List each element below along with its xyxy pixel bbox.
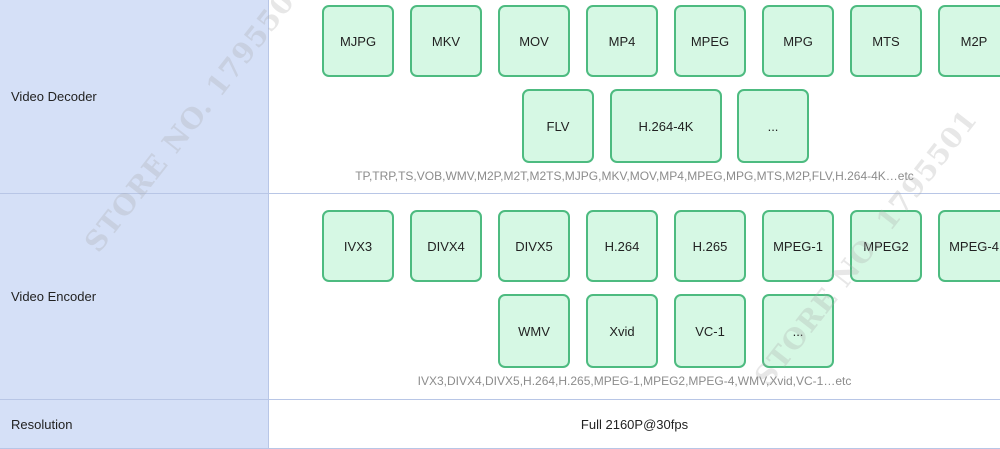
format-tile: MP4 bbox=[586, 5, 658, 77]
label-video-decoder: Video Decoder bbox=[11, 89, 97, 104]
format-tile: MPEG bbox=[674, 5, 746, 77]
format-tile: MKV bbox=[410, 5, 482, 77]
label-video-encoder: Video Encoder bbox=[11, 289, 97, 304]
row-resolution: Resolution Full 2160P@30fps bbox=[0, 400, 1000, 449]
label-resolution: Resolution bbox=[11, 416, 73, 432]
format-tile: H.264 bbox=[586, 210, 658, 282]
format-tile: H.264-4K bbox=[610, 89, 722, 163]
format-tile: M2P bbox=[938, 5, 1000, 77]
format-tile: MPG bbox=[762, 5, 834, 77]
format-tile: MPEG-1 bbox=[762, 210, 834, 282]
format-tile: MPEG2 bbox=[850, 210, 922, 282]
format-tile-more: ... bbox=[737, 89, 809, 163]
resolution-value: Full 2160P@30fps bbox=[580, 416, 689, 432]
decoder-summary: TP,TRP,TS,VOB,WMV,M2P,M2T,M2TS,MJPG,MKV,… bbox=[355, 169, 914, 183]
format-tile: DIVX4 bbox=[410, 210, 482, 282]
encoder-summary: IVX3,DIVX4,DIVX5,H.264,H.265,MPEG-1,MPEG… bbox=[417, 374, 852, 388]
format-tile-more: ... bbox=[762, 294, 834, 368]
label-cell-video-decoder: Video Decoder bbox=[0, 0, 269, 193]
format-tile: WMV bbox=[498, 294, 570, 368]
format-tile: MOV bbox=[498, 5, 570, 77]
row-video-decoder: Video Decoder MJPG MKV MOV MP4 MPEG MPG … bbox=[0, 0, 1000, 194]
format-tile: MTS bbox=[850, 5, 922, 77]
format-tile: FLV bbox=[522, 89, 594, 163]
decoder-formats-cell: MJPG MKV MOV MP4 MPEG MPG MTS M2P FLV H.… bbox=[269, 0, 1000, 193]
row-video-encoder: Video Encoder IVX3 DIVX4 DIVX5 H.264 H.2… bbox=[0, 194, 1000, 400]
format-tile: IVX3 bbox=[322, 210, 394, 282]
format-tile: MJPG bbox=[322, 5, 394, 77]
format-tile: DIVX5 bbox=[498, 210, 570, 282]
label-cell-resolution: Resolution bbox=[0, 400, 269, 448]
format-tile: VC-1 bbox=[674, 294, 746, 368]
format-tile: Xvid bbox=[586, 294, 658, 368]
format-tile: H.265 bbox=[674, 210, 746, 282]
label-cell-video-encoder: Video Encoder bbox=[0, 194, 269, 399]
encoder-formats-cell: IVX3 DIVX4 DIVX5 H.264 H.265 MPEG-1 MPEG… bbox=[269, 194, 1000, 399]
resolution-value-cell: Full 2160P@30fps bbox=[269, 400, 1000, 448]
format-tile: MPEG-4 bbox=[938, 210, 1000, 282]
